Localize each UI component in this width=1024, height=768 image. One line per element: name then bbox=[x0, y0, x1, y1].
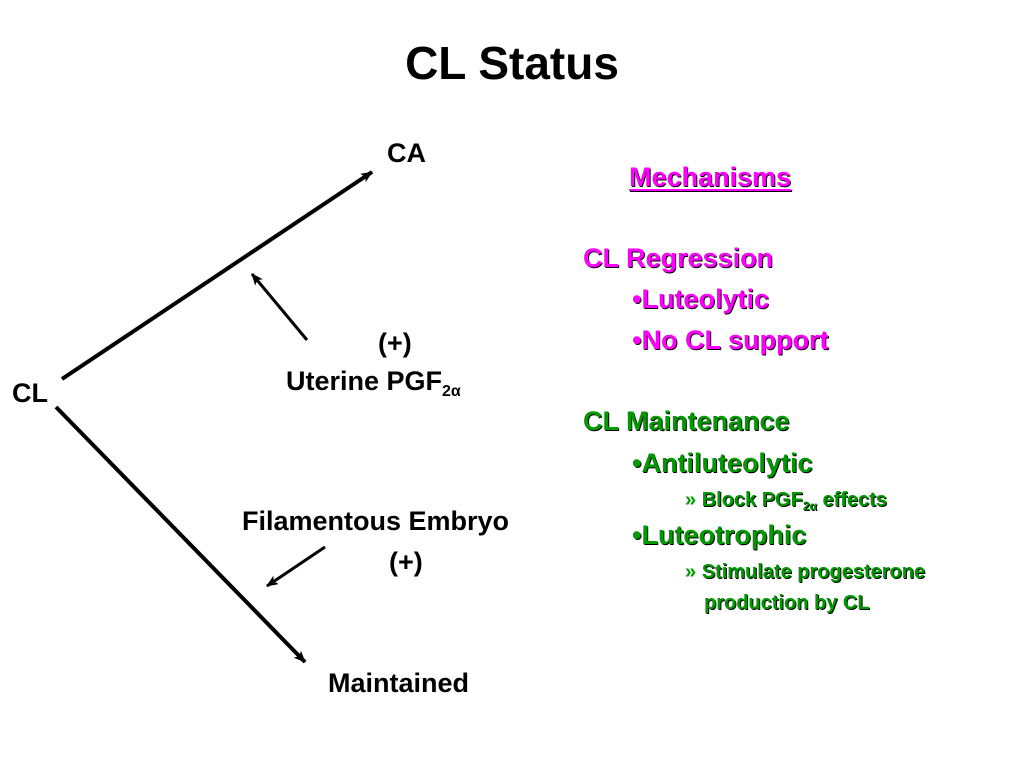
maintenance-item-antiluteolytic: •Antiluteolytic bbox=[632, 448, 813, 478]
arrow-cl-to-ca bbox=[60, 170, 374, 381]
arrow-pgf-stimulus bbox=[250, 273, 309, 341]
stimulate-line1: Stimulate progesterone bbox=[701, 561, 926, 583]
cl-label: CL bbox=[12, 378, 48, 408]
plus-upper-label: (+) bbox=[378, 328, 412, 358]
chevron-icon: » bbox=[685, 489, 697, 511]
cl-regression-title: CL Regression bbox=[583, 243, 774, 273]
plus-lower-label: (+) bbox=[389, 547, 423, 577]
filamentous-embryo-label: Filamentous Embryo bbox=[242, 506, 510, 536]
arrow-cl-to-maintained bbox=[54, 405, 307, 664]
uterine-pgf-subscript: 2α bbox=[442, 383, 461, 400]
maintained-label: Maintained bbox=[328, 668, 470, 698]
uterine-pgf-label: Uterine PGF2α bbox=[286, 366, 461, 401]
regression-item-no-cl-support: •No CL support bbox=[632, 325, 829, 355]
uterine-pgf-text: Uterine PGF bbox=[286, 366, 443, 396]
block-pgf-text: Block PGF bbox=[701, 489, 803, 511]
mechanisms-heading: Mechanisms bbox=[583, 162, 791, 193]
stimulate-line2: production by CL bbox=[704, 592, 870, 614]
cl-maintenance-title: CL Maintenance bbox=[583, 406, 790, 436]
ca-label: CA bbox=[387, 138, 426, 168]
chevron-icon: » bbox=[685, 561, 697, 583]
regression-item-luteolytic: •Luteolytic bbox=[632, 284, 769, 314]
sub-item-stimulate-progesterone: » Stimulate progesterone bbox=[685, 561, 925, 584]
slide-title: CL Status bbox=[405, 37, 619, 89]
arrow-embryo-stimulus bbox=[266, 545, 326, 588]
sub-item-block-pgf: » Block PGF2α effects bbox=[685, 489, 887, 513]
block-pgf-suffix: effects bbox=[816, 489, 887, 511]
mechanisms-heading-text: Mechanisms bbox=[629, 162, 792, 192]
maintenance-item-luteotrophic: •Luteotrophic bbox=[632, 520, 807, 550]
block-pgf-subscript: 2α bbox=[802, 499, 817, 513]
